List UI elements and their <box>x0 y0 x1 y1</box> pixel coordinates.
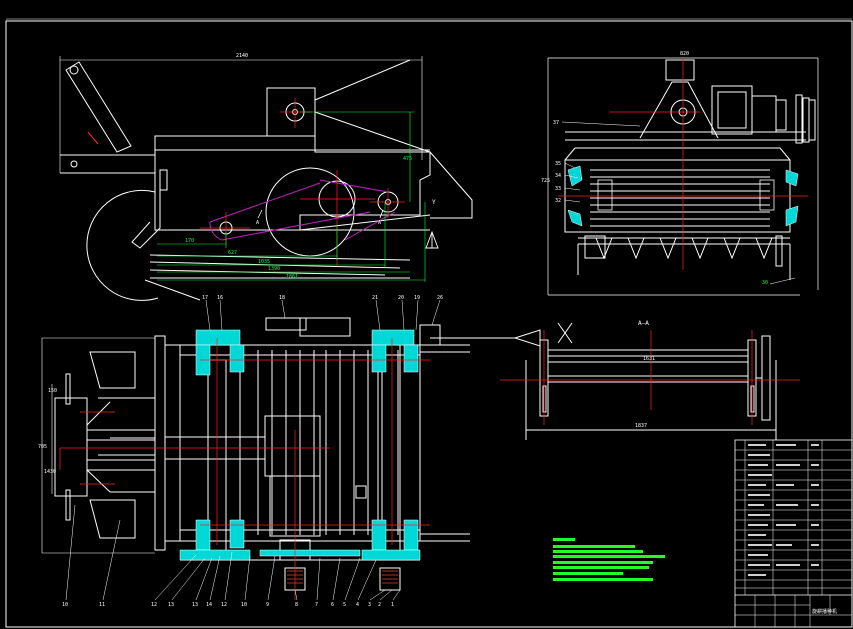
plan-bottom-label-7: 7 <box>315 602 318 608</box>
plan-bottom-label-6: 6 <box>331 602 334 608</box>
plan-bottom-label-12a: 12 <box>151 602 157 608</box>
plan-top-label-21: 21 <box>372 295 378 301</box>
plan-bottom-label-13b: 13 <box>192 602 198 608</box>
plan-bottom-label-14: 14 <box>206 602 212 608</box>
plan-top-label-16: 16 <box>217 295 223 301</box>
plan-bottom-label-1: 1 <box>391 602 394 608</box>
length-dim-5: 1861 <box>286 274 298 280</box>
plan-bottom-label-5: 5 <box>343 602 346 608</box>
side-label-30: 30 <box>762 280 768 286</box>
section-dim-1: 1631 <box>643 356 655 362</box>
length-dim-2: 627 <box>228 250 237 256</box>
side-label-33: 33 <box>555 186 561 192</box>
plan-top-label-18: 18 <box>279 295 285 301</box>
drawing-border <box>5 18 853 628</box>
side-top-dim: 820 <box>680 51 689 57</box>
plan-bottom-label-13a: 13 <box>168 602 174 608</box>
plan-top-label-19: 19 <box>414 295 420 301</box>
plan-bottom-label-2: 2 <box>378 602 381 608</box>
plan-bottom-label-11: 11 <box>99 602 105 608</box>
plan-bottom-label-12b: 12 <box>221 602 227 608</box>
side-label-35: 35 <box>555 161 561 167</box>
parts-list-rows <box>748 444 819 576</box>
plan-top-label-20: 20 <box>398 295 404 301</box>
plan-bottom-label-4: 4 <box>356 602 359 608</box>
plan-top-label-26: 26 <box>437 295 443 301</box>
section-view-a-a: A—A 1631 1837 <box>430 320 800 440</box>
plan-bottom-label-9: 9 <box>266 602 269 608</box>
plan-top-label-17: 17 <box>202 295 208 301</box>
plan-view: 150 705 1430 <box>38 295 470 608</box>
overall-dim-label: 2140 <box>236 53 248 59</box>
plan-side-dim-1: 150 <box>48 388 57 394</box>
title-block-drawing-title: 旋耕播种机 <box>812 608 837 615</box>
front-view: 2140 <box>59 53 473 301</box>
section-dim-2: 1837 <box>635 423 647 429</box>
section-mark-right: A <box>378 220 381 226</box>
length-dim-3: 1035 <box>258 259 270 265</box>
technical-notes <box>553 538 665 581</box>
side-label-32: 32 <box>555 198 561 204</box>
view-tag-y: Y <box>432 199 436 206</box>
side-label-37: 37 <box>553 120 559 126</box>
plan-bottom-label-8: 8 <box>295 602 298 608</box>
plan-bottom-label-3: 3 <box>368 602 371 608</box>
length-dim-4: 1390 <box>268 266 280 272</box>
plan-bottom-label-10b: 10 <box>241 602 247 608</box>
side-left-dim: 725 <box>541 178 550 184</box>
title-block <box>734 439 853 628</box>
height-dim-label: 475 <box>403 156 412 162</box>
plan-side-dim-2: 705 <box>38 444 47 450</box>
section-title: A—A <box>638 320 649 327</box>
side-label-34: 34 <box>555 173 561 179</box>
length-dim-1: 170 <box>185 238 194 244</box>
section-mark-left: A <box>256 220 259 226</box>
plan-side-dim-3: 1430 <box>44 469 56 475</box>
side-view: 820 <box>541 51 819 296</box>
plan-bottom-label-10a: 10 <box>62 602 68 608</box>
